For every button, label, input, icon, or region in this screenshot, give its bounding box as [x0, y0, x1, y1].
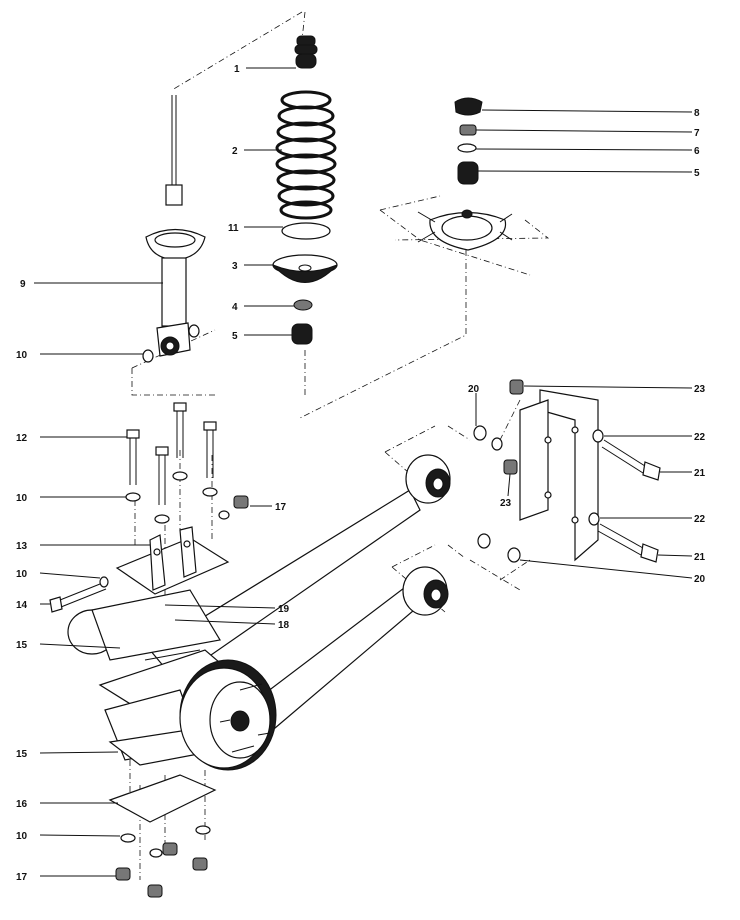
- bump-stop: [294, 35, 318, 69]
- callout-17: 17: [16, 872, 28, 883]
- axle-tube-and-plates: [67, 589, 242, 766]
- callout-7: 7: [694, 128, 700, 139]
- callout-10: 10: [16, 831, 28, 842]
- brake-drum: [179, 659, 277, 771]
- callout-10: 10: [16, 493, 28, 504]
- washers: [125, 471, 249, 524]
- trailing-arms: [149, 454, 451, 746]
- callout-23: 23: [694, 384, 706, 395]
- callout-5: 5: [232, 331, 238, 342]
- top-mount-parts: [454, 97, 483, 185]
- callout-22: 22: [694, 514, 706, 525]
- callout-5: 5: [694, 168, 700, 179]
- callout-17: 17: [275, 502, 287, 513]
- callout-10: 10: [16, 569, 28, 580]
- long-bolt: [49, 576, 109, 613]
- rubber-bush: [291, 323, 313, 345]
- callout-13: 13: [16, 541, 28, 552]
- shock-absorber: [142, 95, 206, 363]
- callout-16: 16: [16, 799, 28, 810]
- right-fasteners: [473, 379, 661, 563]
- callout-20: 20: [694, 574, 706, 585]
- chassis-bracket: [519, 389, 599, 562]
- bolts: [126, 402, 217, 505]
- callout-labels: 1 2 11 3 4 5 8 7 6 5 9 10 12 10 17 13 10…: [16, 64, 706, 883]
- callout-20: 20: [468, 384, 480, 395]
- spring-insulator: [281, 222, 331, 240]
- callout-21: 21: [694, 468, 706, 479]
- callout-21: 21: [694, 552, 706, 563]
- callout-9: 9: [20, 279, 26, 290]
- upper-mount-plate: [417, 209, 513, 251]
- callout-18: 18: [278, 620, 290, 631]
- spring-seat: [272, 254, 338, 283]
- callout-3: 3: [232, 261, 238, 272]
- lower-mount-bracket: [115, 526, 230, 595]
- callout-19: 19: [278, 604, 290, 615]
- bottom-plate: [108, 774, 217, 823]
- callout-15: 15: [16, 640, 28, 651]
- callout-11: 11: [228, 223, 239, 234]
- callout-23: 23: [500, 498, 512, 509]
- coil-spring: [275, 90, 337, 220]
- washer: [293, 299, 313, 311]
- lower-fasteners: [115, 825, 211, 898]
- callout-15: 15: [16, 749, 28, 760]
- callout-2: 2: [232, 146, 238, 157]
- callout-1: 1: [234, 64, 240, 75]
- callout-22: 22: [694, 432, 706, 443]
- callout-4: 4: [232, 302, 238, 313]
- callout-8: 8: [694, 108, 700, 119]
- leader-lines: [34, 67, 693, 877]
- callout-6: 6: [694, 146, 700, 157]
- callout-14: 14: [16, 600, 28, 611]
- callout-12: 12: [16, 433, 28, 444]
- callout-10: 10: [16, 350, 28, 361]
